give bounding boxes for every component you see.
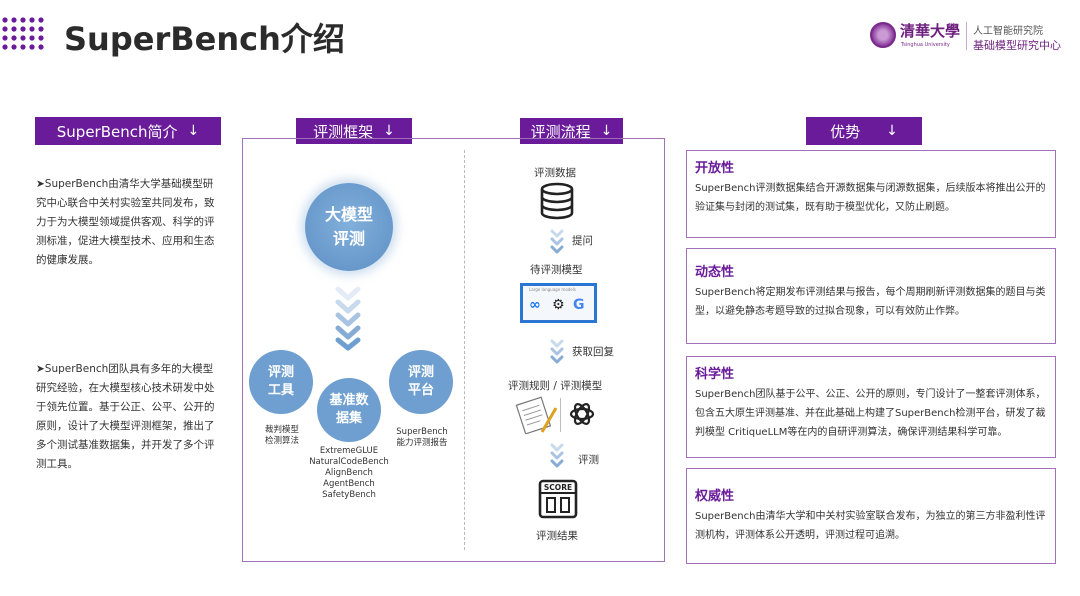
advantage-text: SuperBench将定期发布评测结果与报告，每个周期刷新评测数据集的题目与类型… bbox=[695, 287, 1046, 317]
arrow-down-icon: ↓ bbox=[187, 123, 200, 139]
flow-side-question: 提问 bbox=[572, 235, 593, 247]
intro-paragraph-2: ➤SuperBench团队具有多年的大模型研究经验，在大模型核心技术研发中处于领… bbox=[36, 363, 215, 470]
scoreboard-icon: SCORE bbox=[538, 479, 578, 519]
divider-line bbox=[560, 398, 561, 432]
arrow-down-icon: ↓ bbox=[600, 123, 613, 139]
eval-platform-circle-line1: 评测 bbox=[407, 365, 434, 380]
eval-platform-label: SuperBench 能力评测报告 bbox=[388, 427, 456, 449]
benchmark-dataset-circle-line1: 基准数 bbox=[329, 393, 369, 408]
openai-icon bbox=[569, 403, 595, 425]
eval-platform-circle: 评测 平台 bbox=[389, 350, 453, 414]
advantage-text: SuperBench由清华大学和中关村实验室联合发布，为独立的第三方非盈利性评测… bbox=[695, 511, 1046, 541]
advantage-card: 动态性 SuperBench将定期发布评测结果与报告，每个周期刷新评测数据集的题… bbox=[686, 248, 1056, 344]
benchmark-item: SafetyBench bbox=[322, 490, 376, 500]
advantage-text: SuperBench评测数据集结合开源数据集与闭源数据集，后续版本将推出公开的验… bbox=[695, 183, 1046, 213]
advantage-title: 权威性 bbox=[695, 489, 735, 504]
flow-step-model: 待评测模型 bbox=[530, 264, 583, 276]
benchmark-dataset-circle-line2: 据集 bbox=[335, 411, 362, 426]
arrow-down-icon: ↓ bbox=[383, 123, 395, 139]
advantage-text: SuperBench团队基于公平、公正、公开的原则，专门设计了一整套评测体系，包… bbox=[695, 389, 1046, 438]
arrow-down-icon: ↓ bbox=[886, 123, 898, 139]
advantages-heading: 优势 ↓ bbox=[806, 117, 922, 145]
eval-platform-circle-line2: 平台 bbox=[407, 383, 434, 398]
llm-eval-circle-line2: 评测 bbox=[332, 229, 365, 248]
advantage-card: 权威性 SuperBench由清华大学和中关村实验室联合发布，为独立的第三方非盈… bbox=[686, 468, 1056, 564]
institute-name: 人工智能研究院 bbox=[973, 26, 1043, 37]
intro-heading-text: SuperBench简介 bbox=[56, 122, 178, 141]
eval-platform-label-line2: 能力评测报告 bbox=[396, 438, 448, 448]
eval-tools-label-line1: 裁判模型 bbox=[264, 425, 299, 435]
model-card: Large language models ∞ ⚙ G bbox=[520, 283, 597, 323]
score-label: SCORE bbox=[544, 483, 572, 492]
benchmark-dataset-circle: 基准数 据集 bbox=[317, 378, 381, 442]
database-icon bbox=[540, 182, 574, 220]
intro-heading: SuperBench简介 ↓ bbox=[35, 117, 221, 145]
advantage-title: 动态性 bbox=[695, 265, 735, 280]
eval-tools-label-line2: 检测算法 bbox=[264, 436, 299, 446]
flow-heading: 评测流程 ↓ bbox=[520, 118, 623, 144]
eval-tools-circle: 评测 工具 bbox=[249, 350, 313, 414]
benchmark-item: AlignBench bbox=[325, 468, 373, 478]
chevron-down-icon bbox=[550, 443, 564, 468]
advantage-card: 开放性 SuperBench评测数据集结合开源数据集与闭源数据集，后续版本将推出… bbox=[686, 150, 1056, 238]
eval-tools-label: 裁判模型 检测算法 bbox=[258, 425, 306, 447]
document-pen-icon bbox=[515, 396, 558, 434]
flow-side-eval: 评测 bbox=[578, 454, 599, 466]
chevron-down-icon bbox=[335, 286, 361, 351]
advantage-card: 科学性 SuperBench团队基于公平、公正、公开的原则，专门设计了一整套评测… bbox=[686, 356, 1056, 458]
advantage-title: 开放性 bbox=[695, 161, 735, 176]
openai-icon: ⚙ bbox=[552, 297, 565, 313]
llm-eval-circle: 大模型 评测 bbox=[305, 183, 393, 271]
llm-eval-circle-line1: 大模型 bbox=[324, 205, 373, 224]
eval-platform-label-line1: SuperBench bbox=[396, 427, 448, 437]
benchmark-list: ExtremeGLUE NaturalCodeBench AlignBench … bbox=[300, 446, 398, 501]
chevron-down-icon bbox=[550, 339, 564, 364]
center-name: 基础模型研究中心 bbox=[973, 39, 1061, 52]
framework-heading-text: 评测框架 bbox=[313, 122, 374, 141]
panel-divider bbox=[464, 150, 465, 550]
page-title: SuperBench介绍 bbox=[64, 20, 345, 58]
university-seal-icon bbox=[870, 22, 896, 48]
eval-tools-circle-line1: 评测 bbox=[267, 365, 294, 380]
eval-tools-circle-line2: 工具 bbox=[267, 383, 294, 398]
university-name-en: Tsinghua University bbox=[901, 42, 950, 48]
model-card-caption: Large language models bbox=[529, 287, 576, 292]
flow-step-data: 评测数据 bbox=[534, 167, 576, 179]
benchmark-item: NaturalCodeBench bbox=[309, 457, 389, 467]
intro-paragraph-1: ➤SuperBench由清华大学基础模型研究中心联合中关村实验室共同发布，致力于… bbox=[36, 178, 215, 266]
flow-step-result: 评测结果 bbox=[536, 530, 578, 542]
dot-grid-icon bbox=[2, 17, 44, 50]
advantages-heading-text: 优势 bbox=[830, 122, 861, 141]
university-name: 清華大學 bbox=[900, 22, 961, 40]
flow-side-reply: 获取回复 bbox=[572, 346, 614, 358]
tsinghua-logo: 清華大學 Tsinghua University 人工智能研究院 基础模型研究中… bbox=[870, 18, 1070, 58]
advantage-title: 科学性 bbox=[695, 367, 735, 382]
flow-heading-text: 评测流程 bbox=[530, 122, 591, 141]
framework-flow-panel bbox=[242, 138, 665, 562]
benchmark-item: ExtremeGLUE bbox=[319, 446, 379, 456]
google-icon: G bbox=[573, 297, 585, 313]
flow-step-rules: 评测规则 / 评测模型 bbox=[508, 380, 603, 392]
framework-heading: 评测框架 ↓ bbox=[296, 118, 412, 144]
chevron-down-icon bbox=[550, 229, 564, 254]
meta-icon: ∞ bbox=[529, 297, 541, 313]
benchmark-item: AgentBench bbox=[323, 479, 375, 489]
logo-divider bbox=[966, 22, 967, 50]
